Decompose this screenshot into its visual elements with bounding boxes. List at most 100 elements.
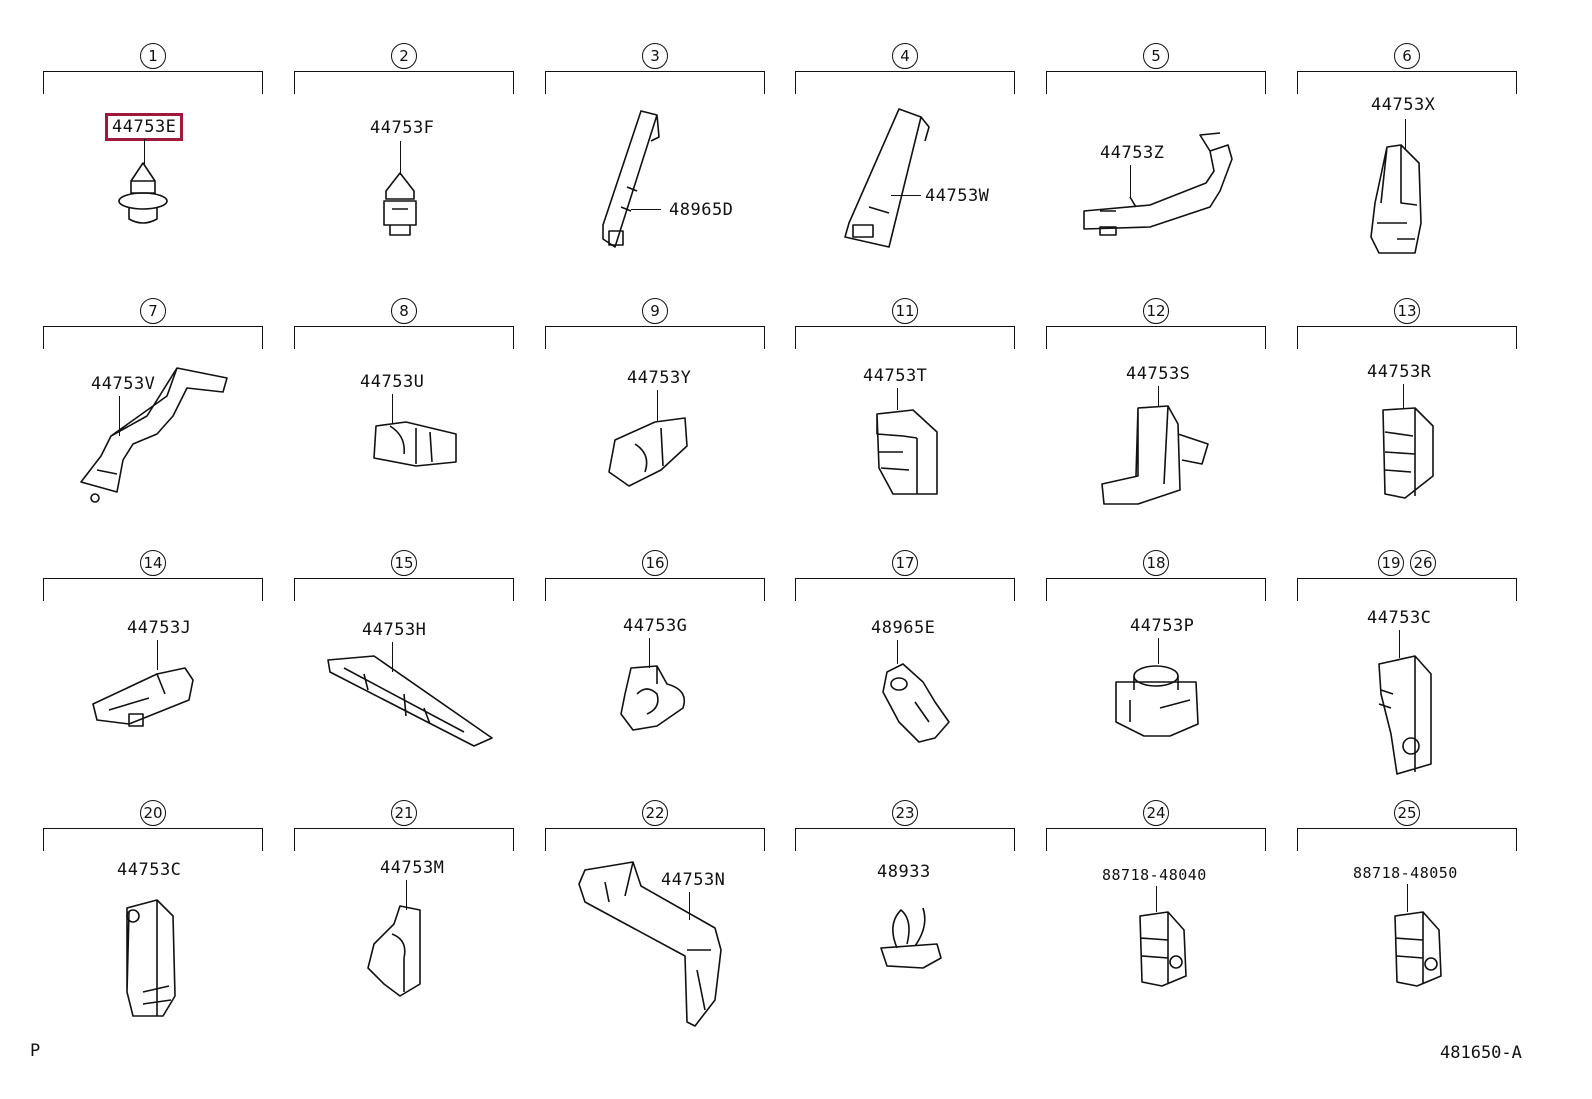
leader-line [649,638,650,668]
ref-circle: 21 [391,800,417,826]
ref-number: 12 [1046,298,1266,326]
part-cell-21[interactable]: 21 44753M [294,800,514,1050]
bracket [294,578,514,601]
part-code[interactable]: 44753M [380,858,445,878]
part-cell-15[interactable]: 15 44753H [294,550,514,800]
part-cell-23[interactable]: 23 48933 [795,800,1015,1050]
bracket [795,578,1015,601]
part-cell-4[interactable]: 4 44753W [795,43,1015,293]
part-cell-16[interactable]: 16 44753G [545,550,765,800]
part-cell-17[interactable]: 17 48965E [795,550,1015,800]
part-code[interactable]: 44753G [623,616,688,636]
part-code[interactable]: 44753T [863,366,928,386]
part-code[interactable]: 88718-48040 [1102,866,1207,884]
bracket [1297,828,1517,851]
leader-line [1156,886,1157,912]
part-code[interactable]: 44753X [1371,95,1436,115]
part-cell-24[interactable]: 24 88718-48040 [1046,800,1266,1050]
part-cell-9[interactable]: 9 44753Y [545,298,765,548]
bracket [43,828,263,851]
angled-clip-icon [77,360,237,514]
part-cell-3[interactable]: 3 48965D [545,43,765,293]
part-cell-11[interactable]: 11 44753T [795,298,1015,548]
part-cell-5[interactable]: 5 44753Z [1046,43,1266,293]
part-cell-25[interactable]: 25 88718-48050 [1297,800,1517,1050]
bracket [1046,828,1266,851]
part-cell-1[interactable]: 1 44753E [43,43,263,293]
ref-circle: 14 [140,550,166,576]
ref-number: 9 [545,298,765,326]
part-cell-6[interactable]: 6 44753X [1297,43,1517,293]
part-code[interactable]: 44753N [661,870,726,890]
leader-line [1399,630,1400,658]
diagram-number: 481650-A [1440,1043,1522,1063]
part-code[interactable]: 44753R [1367,362,1432,382]
part-code[interactable]: 44753Z [1100,143,1165,163]
part-cell-20[interactable]: 20 44753C [43,800,263,1050]
round-clip-icon [879,662,953,750]
part-code[interactable]: 44753U [360,372,425,392]
angle-bracket-clip-icon [1098,404,1218,528]
ref-number: 17 [795,550,1015,578]
ref-circle: 25 [1394,800,1420,826]
part-cell-12[interactable]: 12 44753S [1046,298,1266,548]
leader-line [392,394,393,424]
part-cell-8[interactable]: 8 44753U [294,298,514,548]
bracket-clip-icon [1080,131,1240,245]
leader-line [897,388,898,410]
leader-line [657,390,658,422]
part-cell-7[interactable]: 7 44753V [43,298,263,548]
part-code[interactable]: 44753H [362,620,427,640]
ref-circle: 2 [391,43,417,69]
leader-line [689,892,690,920]
bracket-clip-icon [1367,143,1427,267]
tall-clip-icon [119,896,183,1024]
push-rivet-icon [113,162,173,237]
part-code[interactable]: 88718-48050 [1353,864,1458,882]
part-code[interactable]: 48933 [877,862,931,882]
part-code[interactable]: 44753F [370,118,435,138]
leader-line [1405,119,1406,149]
part-cell-14[interactable]: 14 44753J [43,550,263,800]
part-code-highlighted[interactable]: 44753E [105,113,184,141]
ref-circle: 5 [1143,43,1169,69]
leader-line [406,880,407,910]
ref-number: 14 [43,550,263,578]
ref-number: 6 [1297,43,1517,71]
part-code[interactable]: 44753V [91,374,156,394]
ref-circle: 18 [1143,550,1169,576]
bracket [1297,71,1517,94]
part-code[interactable]: 44753Y [627,368,692,388]
leader-line [897,640,898,664]
ref-circle: 7 [140,298,166,324]
bracket [294,71,514,94]
part-cell-2[interactable]: 2 44753F [294,43,514,293]
ref-number: 5 [1046,43,1266,71]
part-code[interactable]: 44753C [1367,608,1432,628]
part-code[interactable]: 44753P [1130,616,1195,636]
leader-line [891,195,921,196]
part-code[interactable]: 44753W [925,186,990,206]
part-code[interactable]: 48965D [669,200,734,220]
hose-clip-icon [605,410,695,494]
part-cell-13[interactable]: 13 44753R [1297,298,1517,548]
double-clip-icon [1377,406,1443,506]
long-bracket-clip-icon [575,860,735,1034]
leader-line [119,396,120,436]
part-code[interactable]: 44753S [1126,364,1191,384]
ref-number: 11 [795,298,1015,326]
part-code[interactable]: 44753C [117,860,182,880]
part-code[interactable]: 48965E [871,618,936,638]
part-cell-18[interactable]: 18 44753P [1046,550,1266,800]
part-cell-22[interactable]: 22 44753N [545,800,765,1050]
ref-circle: 1 [140,43,166,69]
cylinder-clip-icon [1110,660,1206,744]
tall-clip-icon [1371,654,1437,778]
ref-circle: 26 [1410,550,1436,576]
ref-number: 3 [545,43,765,71]
bracket [1046,578,1266,601]
leader-line [631,209,661,210]
part-code[interactable]: 44753J [127,618,192,638]
